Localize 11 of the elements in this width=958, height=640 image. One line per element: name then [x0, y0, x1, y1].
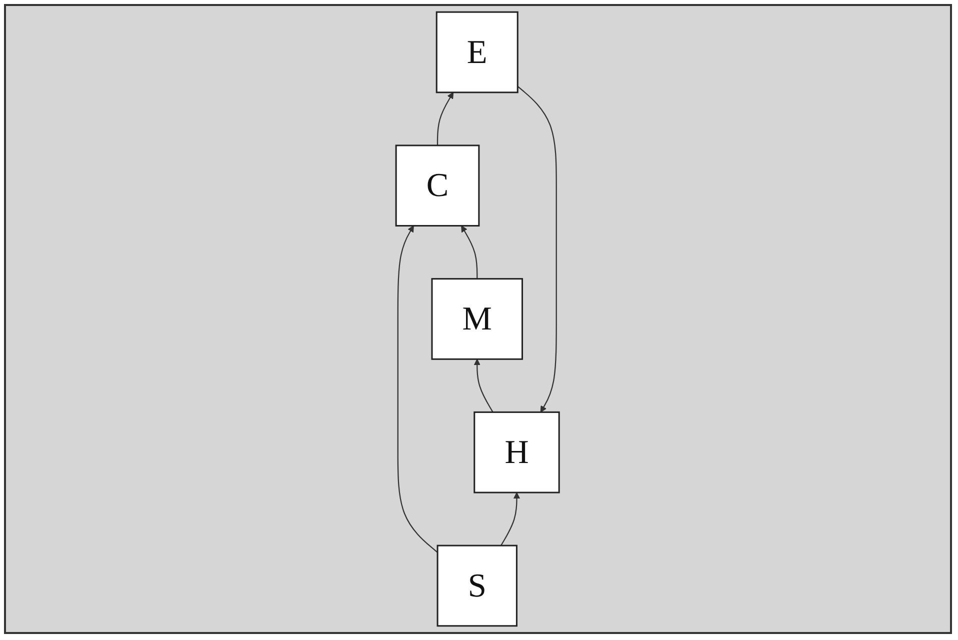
- arrow: [500, 492, 520, 546]
- arrow: [437, 92, 454, 146]
- node-box: C: [396, 144, 480, 227]
- node-box: H: [474, 411, 560, 494]
- arrow: [474, 358, 494, 412]
- node-box: M: [432, 278, 524, 360]
- arrow: [398, 225, 438, 553]
- arrow: [461, 225, 478, 279]
- arrow: [518, 86, 558, 412]
- node-box: E: [436, 11, 519, 94]
- node-box: S: [437, 544, 518, 627]
